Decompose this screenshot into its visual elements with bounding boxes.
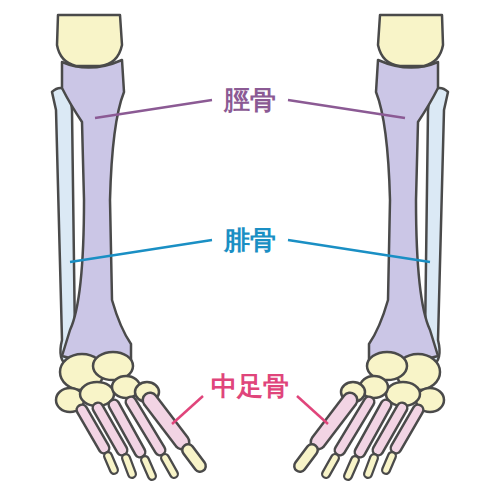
leader-line [172, 396, 203, 424]
part-label: 腓骨 [222, 226, 278, 255]
leader-line [288, 100, 405, 118]
part-label: 中足骨 [209, 372, 291, 401]
leader-line [70, 240, 212, 262]
part-label: 脛骨 [222, 86, 278, 115]
leader-line [297, 396, 328, 424]
leader-line [288, 240, 430, 262]
leader-line [95, 100, 212, 118]
